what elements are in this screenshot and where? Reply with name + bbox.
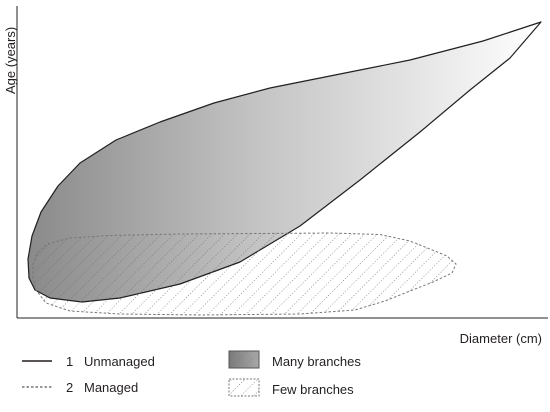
x-axis-label: Diameter (cm) (460, 331, 542, 346)
legend-many-branches-hatch-overlay (229, 351, 259, 368)
managed-region (32, 232, 457, 316)
legend-few-branches-label: Few branches (272, 382, 354, 397)
legend-line-1-number: 1 (66, 354, 73, 369)
legend-many-branches-label: Many branches (272, 354, 361, 369)
legend-few-branches-swatch (228, 378, 260, 397)
unmanaged-region (27, 21, 542, 303)
y-axis-label: Age (years) (3, 27, 18, 94)
legend-line-2-number: 2 (66, 380, 73, 395)
legend-line-2-label: Managed (84, 380, 138, 395)
legend-line-1-label: Unmanaged (84, 354, 155, 369)
